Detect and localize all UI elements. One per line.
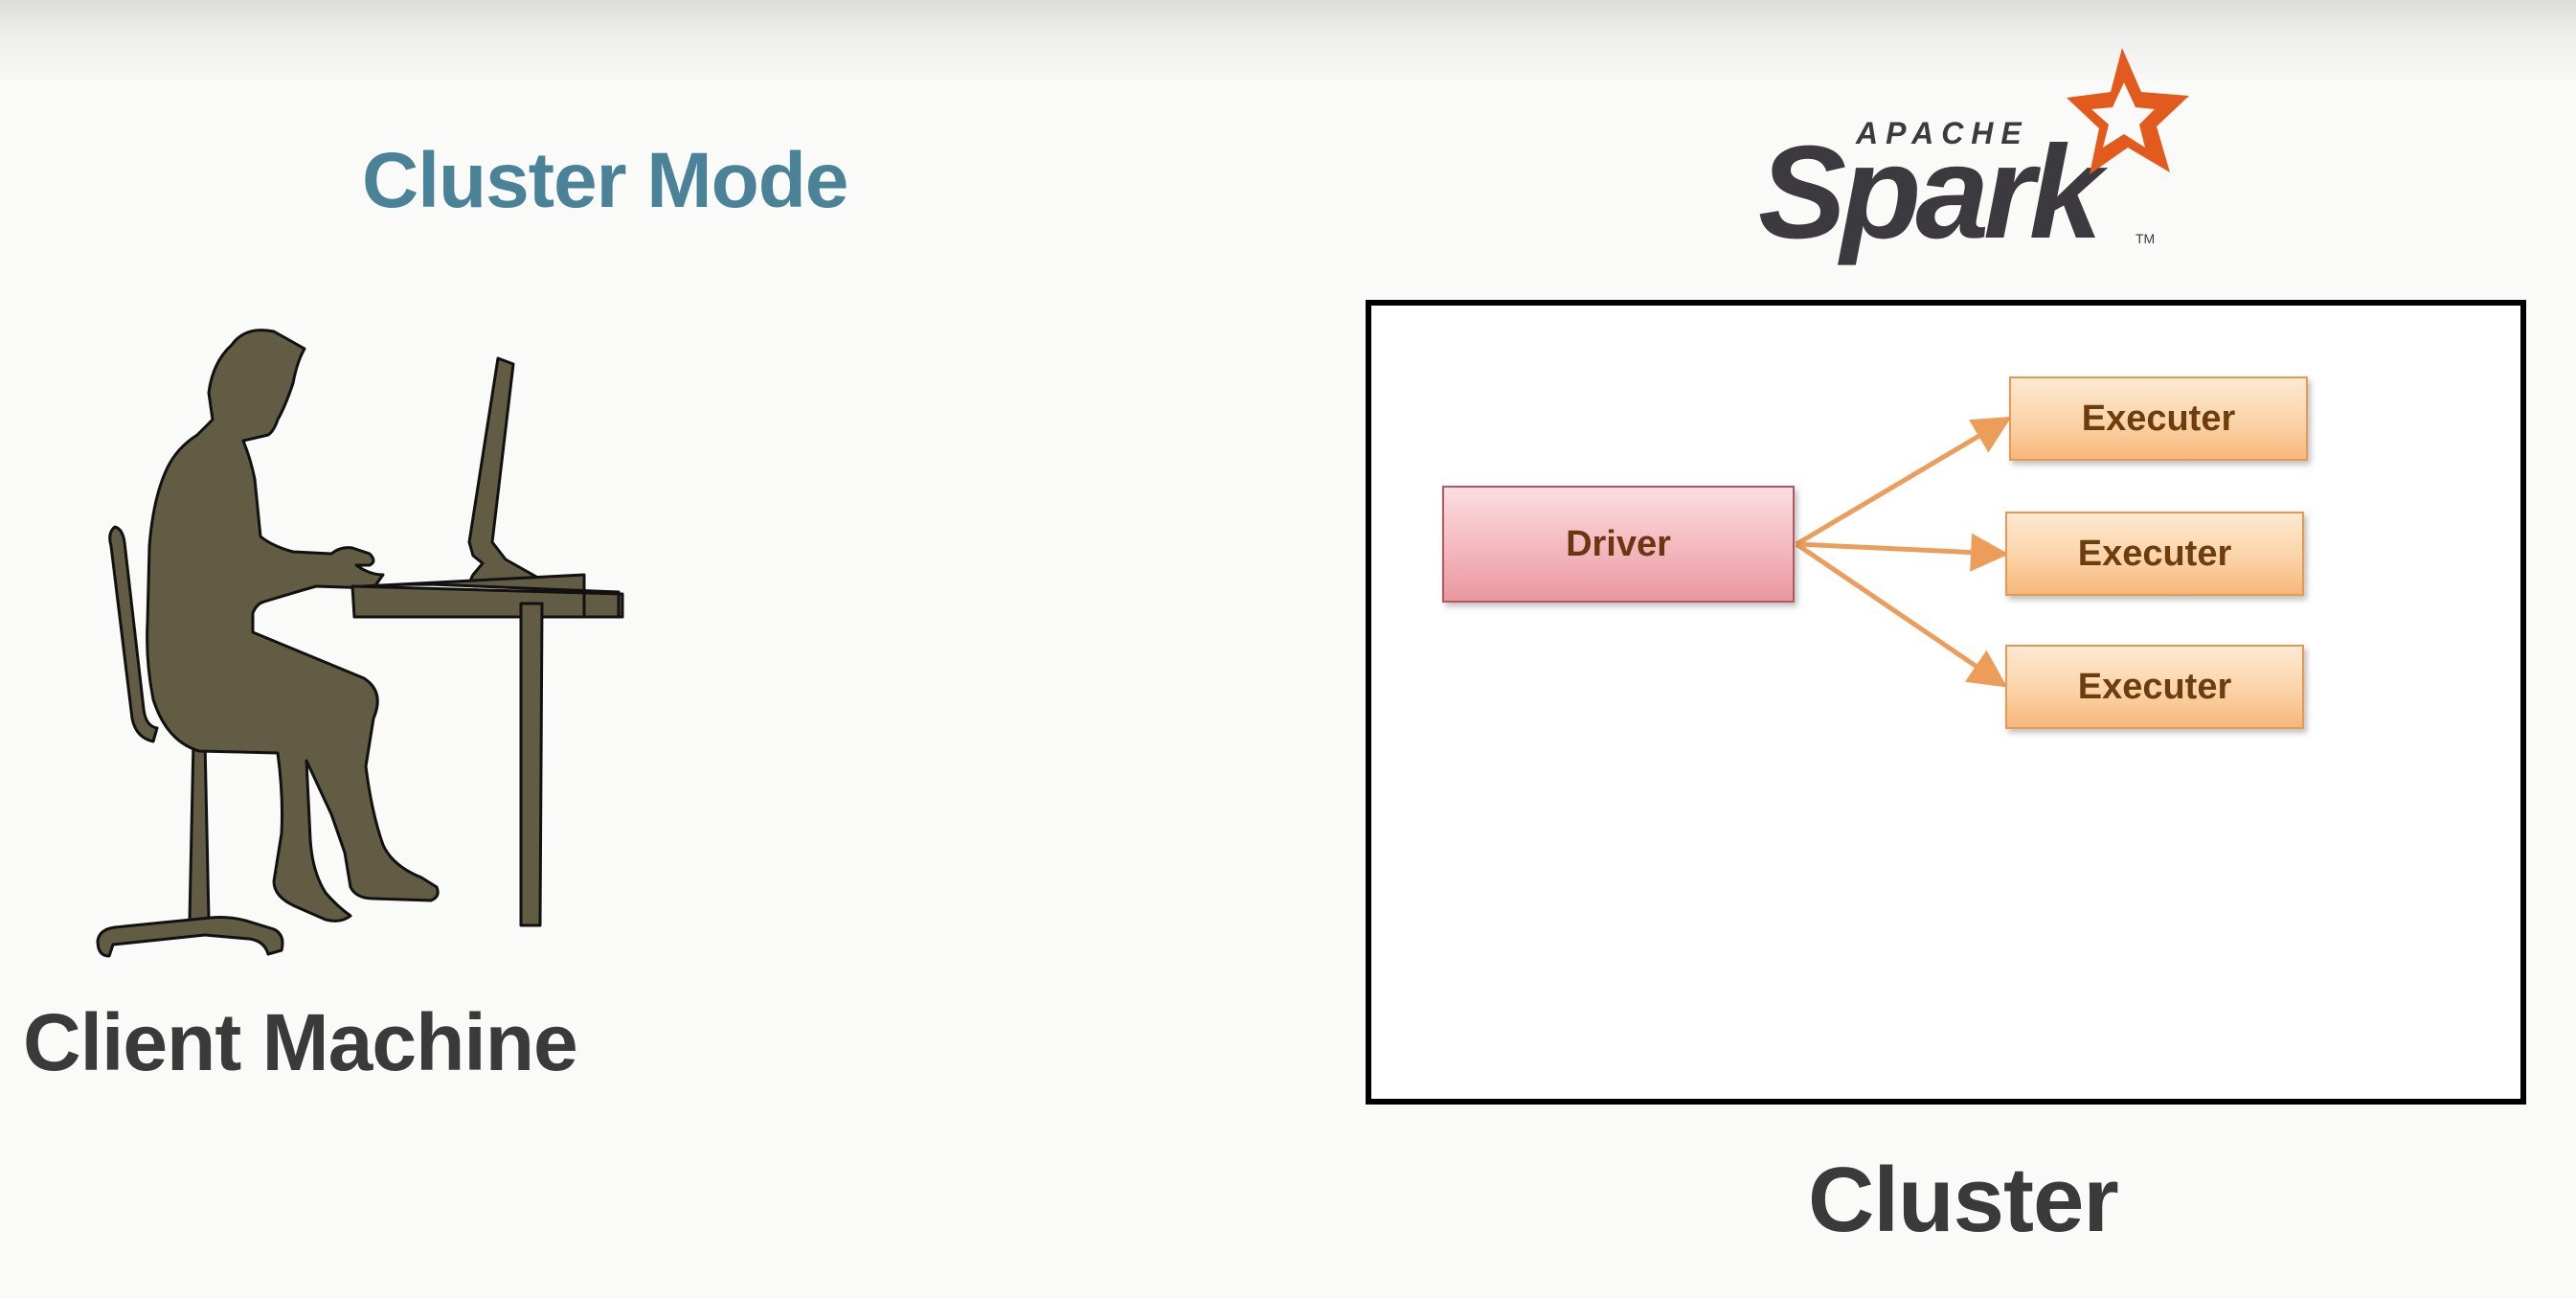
executer-node-3: Executer bbox=[2005, 645, 2304, 729]
slide-title: Cluster Mode bbox=[362, 137, 848, 224]
person-at-computer-icon bbox=[96, 329, 624, 958]
cluster-box bbox=[1366, 300, 2526, 1105]
apache-spark-logo: APACHE Spark TM bbox=[1758, 48, 2189, 266]
driver-node: Driver bbox=[1442, 486, 1795, 603]
logo-tm-text: TM bbox=[2135, 231, 2155, 246]
cluster-label: Cluster bbox=[1808, 1149, 2119, 1251]
executer-node-2: Executer bbox=[2005, 512, 2304, 596]
top-shade bbox=[0, 0, 2576, 86]
executer-node-1: Executer bbox=[2009, 376, 2308, 461]
client-machine-label: Client Machine bbox=[23, 997, 578, 1087]
logo-apache-text: APACHE bbox=[1855, 116, 2029, 150]
logo-spark-text: Spark bbox=[1758, 119, 2109, 266]
spark-star-icon bbox=[2067, 48, 2189, 174]
